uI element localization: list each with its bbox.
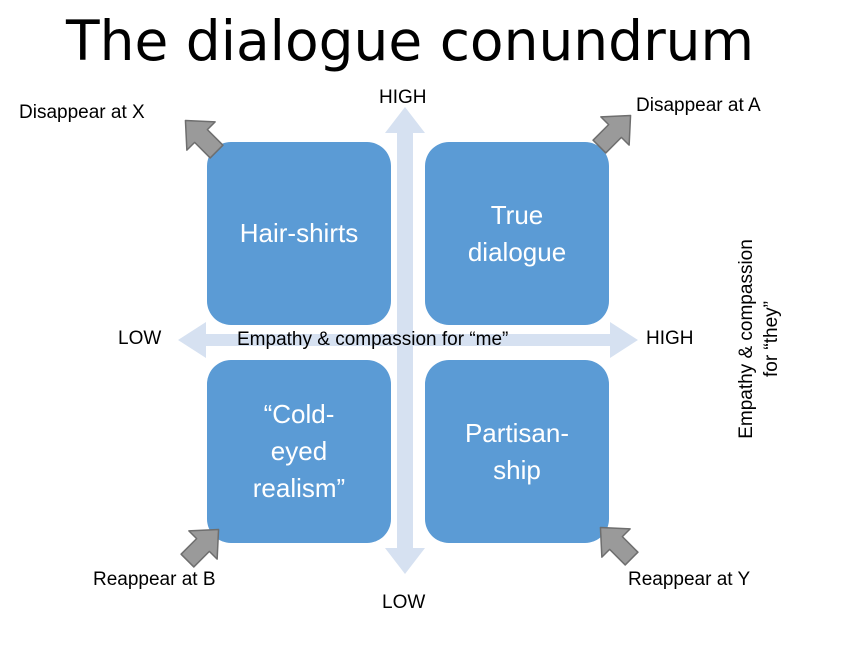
diagram-title: The dialogue conundrum bbox=[66, 9, 755, 73]
quadrant-label-top-left: Hair-shirts bbox=[239, 218, 359, 248]
quadrant-label-bottom-right: Partisan- ship bbox=[464, 417, 570, 485]
quadrant-label-bottom-left: “Cold- eyed realism” bbox=[252, 399, 346, 503]
vertical-axis-high-label: HIGH bbox=[379, 87, 427, 108]
quadrant-box-top-right bbox=[425, 142, 609, 325]
corner-arrow-bottom-right bbox=[599, 526, 639, 566]
vertical-axis-low-label: LOW bbox=[382, 592, 426, 613]
quadrant-label-top-right: True dialogue bbox=[467, 199, 567, 267]
corner-arrow-top-left bbox=[184, 119, 224, 159]
horizontal-axis-label: Empathy & compassion for “me” bbox=[237, 329, 509, 350]
corner-label-top-left: Disappear at X bbox=[19, 102, 145, 123]
corner-arrow-top-right bbox=[592, 114, 632, 154]
horizontal-axis-high-label: HIGH bbox=[646, 328, 694, 349]
horizontal-axis-arrow bbox=[178, 322, 638, 358]
vertical-axis-side-label: Empathy & compassion for “they” bbox=[736, 239, 782, 439]
quadrant-box-bottom-left bbox=[207, 360, 391, 543]
quadrant-box-top-left bbox=[207, 142, 391, 325]
corner-label-bottom-right: Reappear at Y bbox=[628, 569, 751, 590]
corner-label-top-right: Disappear at A bbox=[636, 95, 761, 116]
corner-arrow-bottom-left bbox=[180, 528, 220, 568]
horizontal-axis-low-label: LOW bbox=[118, 328, 162, 349]
quadrant-box-bottom-right bbox=[425, 360, 609, 543]
corner-label-bottom-left: Reappear at B bbox=[93, 569, 216, 590]
